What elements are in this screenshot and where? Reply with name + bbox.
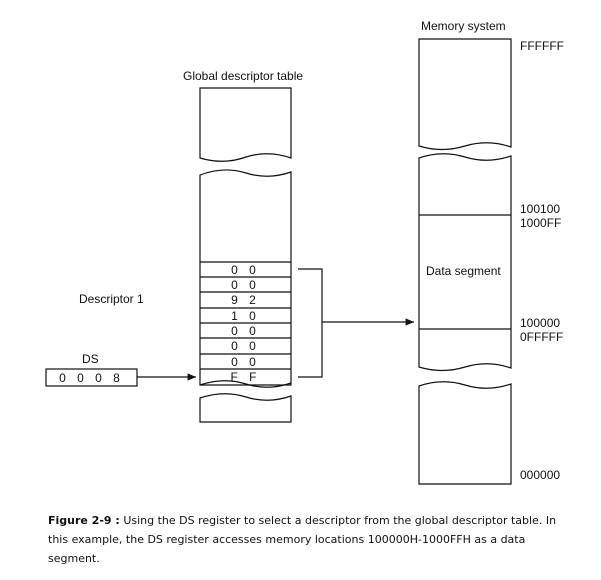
- caption-text: Using the DS register to select a descri…: [48, 514, 557, 565]
- ds-register-value: 0 0 0 8: [59, 371, 124, 385]
- descriptor-byte-0: F F: [230, 370, 261, 384]
- figure-label: Figure 2-9 :: [48, 514, 120, 527]
- memory-bottom-block: [418, 381, 512, 485]
- memory-top-block: [418, 38, 512, 151]
- descriptor-byte-3: 0 0: [231, 324, 260, 338]
- descriptor-byte-7: 0 0: [231, 263, 260, 277]
- descriptor-label: Descriptor 1: [79, 292, 144, 306]
- gdt-top-block: [199, 87, 292, 162]
- descriptor-byte-2: 0 0: [231, 339, 260, 353]
- descriptor-byte-6: 0 0: [231, 278, 260, 292]
- descriptor-byte-5: 9 2: [231, 293, 260, 307]
- memory-main-column: [418, 153, 512, 372]
- address-100000: 100000: [520, 316, 561, 330]
- address-0fffff: 0FFFFF: [520, 330, 564, 344]
- figure-caption: Figure 2-9 : Using the DS register to se…: [48, 511, 568, 568]
- address-top: FFFFFF: [520, 39, 564, 53]
- address-bottom: 000000: [520, 468, 561, 482]
- diagram-drawing: [45, 38, 512, 485]
- gdt-bottom-block: [199, 380, 292, 423]
- memory-title: Memory system: [421, 19, 506, 33]
- descriptor-byte-1: 0 0: [231, 355, 260, 369]
- address-1000ff: 1000FF: [520, 216, 562, 230]
- gdt-title: Global descriptor table: [183, 69, 304, 83]
- descriptor-byte-4: 1 0: [231, 309, 260, 323]
- gdt-main-column: [199, 169, 292, 386]
- ds-label: DS: [82, 352, 99, 366]
- data-segment-label: Data segment: [426, 264, 501, 278]
- descriptor-bracket: [298, 268, 323, 378]
- address-100100: 100100: [520, 202, 561, 216]
